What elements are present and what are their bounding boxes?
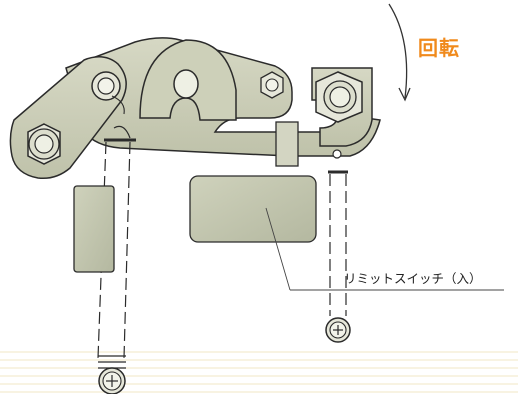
rotation-arrow-icon xyxy=(388,3,408,99)
rotation-arrow-head xyxy=(398,87,411,102)
hex-bolt-icon xyxy=(91,71,125,115)
limit-switch-body xyxy=(189,175,317,243)
left-stopper xyxy=(73,185,115,273)
left-spring-coil xyxy=(98,355,126,369)
central-pivot-hole xyxy=(173,69,199,99)
limit-switch-leader-line xyxy=(265,207,291,291)
spring-hook xyxy=(328,149,348,174)
hex-bolt-icon xyxy=(315,71,363,123)
actuator-block xyxy=(275,121,299,167)
background-stripes xyxy=(0,351,518,393)
rotation-label: 回転 xyxy=(418,36,460,60)
limit-switch-label: リミットスイッチ（入） xyxy=(344,271,482,286)
hex-bolt-icon xyxy=(27,123,61,165)
hex-bolt-icon xyxy=(260,71,284,99)
phillips-screw-icon xyxy=(98,367,126,394)
right-spring xyxy=(329,174,347,316)
phillips-screw-icon xyxy=(325,317,351,343)
spring-hook xyxy=(104,125,136,142)
